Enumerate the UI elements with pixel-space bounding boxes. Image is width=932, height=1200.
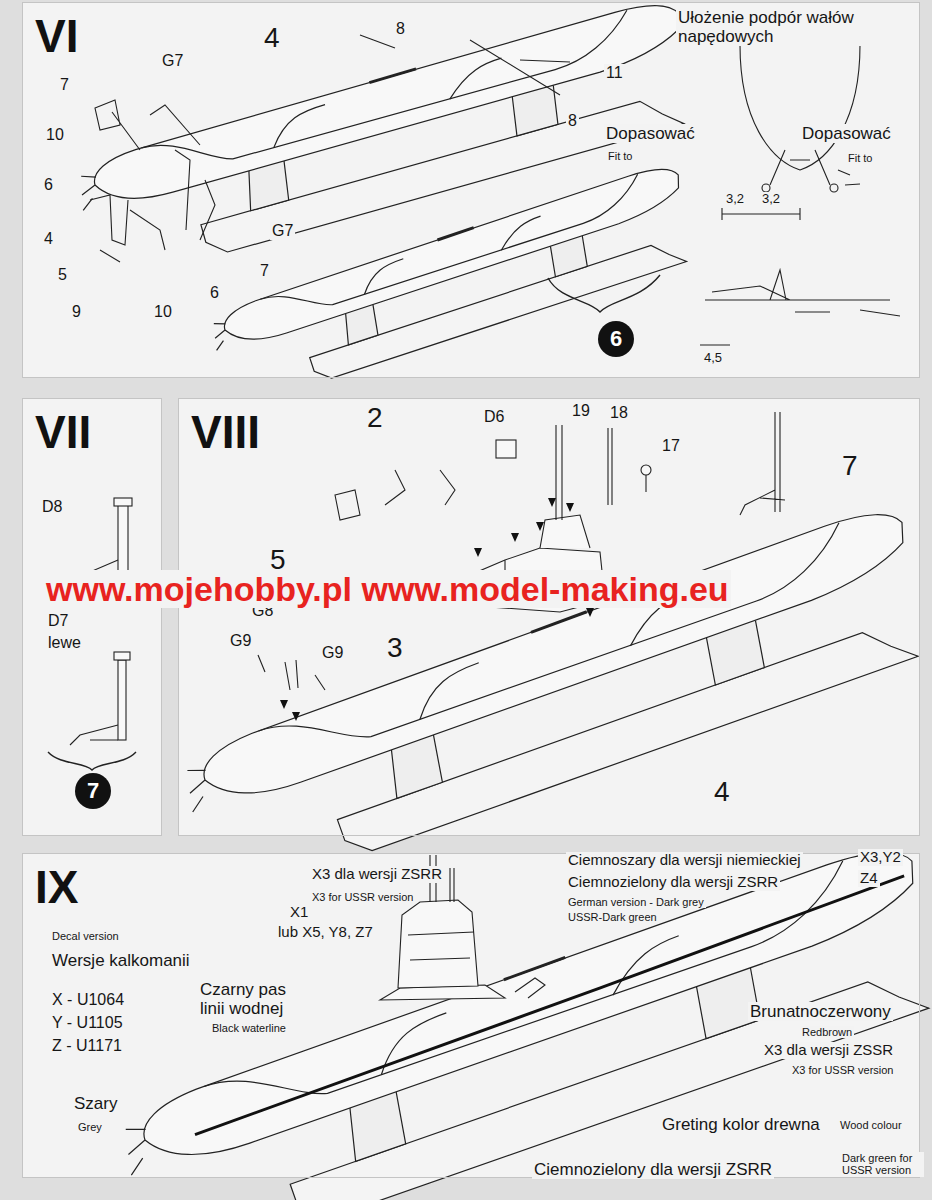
note-text: Z - U1171 [50,1037,124,1055]
callout-number: 4 [42,230,55,248]
circle-number: 6 [610,328,622,350]
callout-number: G9 [228,632,253,650]
callout-number: 2 [365,402,385,433]
note-text: Decal version [50,930,121,942]
note-text: X3 for USSR version [310,891,415,903]
note-text: lub X5, Y8, Z7 [276,924,375,941]
step-number: VIII [191,409,260,455]
callout-number: D6 [482,408,506,426]
callout-number: Z4 [858,870,880,887]
note-text: 3,2 [724,192,746,207]
note-text: Ułożenie podpór wałów napędowych [676,8,895,46]
callout-number: 7 [840,450,860,481]
note-text: Brunatnoczerwony [748,1002,893,1021]
note-text: Greting kolor drewna [660,1115,822,1134]
step-circle: 7 [75,773,111,809]
callout-number: 10 [44,126,66,144]
note-text: 3,2 [760,192,782,207]
note-text: Dopasować [800,124,893,143]
note-text: Wersje kalkomanii [50,951,192,970]
note-text: Fit to [846,152,874,164]
callout-number: 8 [566,112,579,130]
note-text: Szary [72,1094,119,1113]
note-text: X3 for USSR version [790,1064,895,1076]
note-text: German version - Dark grey [566,896,706,908]
note-text: Dopasować [604,124,697,143]
callout-number: D8 [40,498,64,516]
submarine-drawing [111,838,932,1200]
callout-number: 9 [70,303,83,321]
note-text: X3 dla wersji ZSSR [762,1042,895,1059]
callout-number: G7 [160,52,185,70]
step-panel: VI 6 [22,2,920,378]
step-circle: 6 [598,321,634,357]
step-panel: VIII [178,398,920,836]
note-text: Fit to [606,150,634,162]
callout-number: 11 [604,64,625,82]
callout-number: 4 [712,776,732,807]
callout-number: 4 [262,22,282,53]
step-number: VI [35,13,78,59]
callout-number: 19 [570,402,592,420]
note-text: X3 dla wersji ZSRR [310,866,444,883]
note-text: X - U1064 [50,991,126,1009]
callout-number: G9 [320,644,345,662]
callout-number: 6 [208,284,221,302]
callout-number: 17 [660,437,682,455]
note-text: Czarny pas linii wodnej [198,980,312,1018]
callout-number: G7 [270,222,295,240]
callout-number: 7 [58,76,71,94]
note-text: Dark green for USSR version [840,1152,924,1177]
part-sketches [90,35,900,345]
note-text: Grey [76,1121,104,1133]
callout-number: X1 [288,904,310,921]
callout-number: 7 [258,262,271,280]
callout-number: 8 [394,20,407,38]
note-text: Ciemnoszary dla wersji niemieckiej [566,852,803,869]
note-text: USSR-Dark green [566,911,659,923]
callout-number: D7 [46,612,70,630]
step-number: IX [35,864,78,910]
callout-number: 5 [56,266,69,284]
callout-number: 3 [385,632,405,663]
tower-parts [258,412,785,690]
arrow-marks [280,498,594,721]
note-text: Ciemnozielony dla wersji ZSRR [532,1160,774,1179]
note-text: lewe [46,634,83,652]
circle-number: 7 [87,780,99,802]
step-panel: VII 7 [22,398,162,836]
note-text: Ciemnozielony dla wersji ZSRR [566,874,780,891]
submarine-drawing [174,501,932,903]
watermark: www.mojehobby.pl www.model-making.eu [44,570,731,608]
note-text: X3,Y2 [858,849,903,866]
note-text: Redbrown [800,1026,854,1038]
note-text: 4,5 [702,351,724,366]
note-text: Black waterline [210,1022,288,1034]
callout-number: 18 [608,404,630,422]
note-text: Y - U1105 [50,1014,125,1032]
callout-number: 6 [42,176,55,194]
submarine-drawing [71,0,708,410]
callout-number: 10 [152,303,174,321]
step-number: VII [35,409,91,455]
note-text: Wood colour [838,1119,904,1131]
